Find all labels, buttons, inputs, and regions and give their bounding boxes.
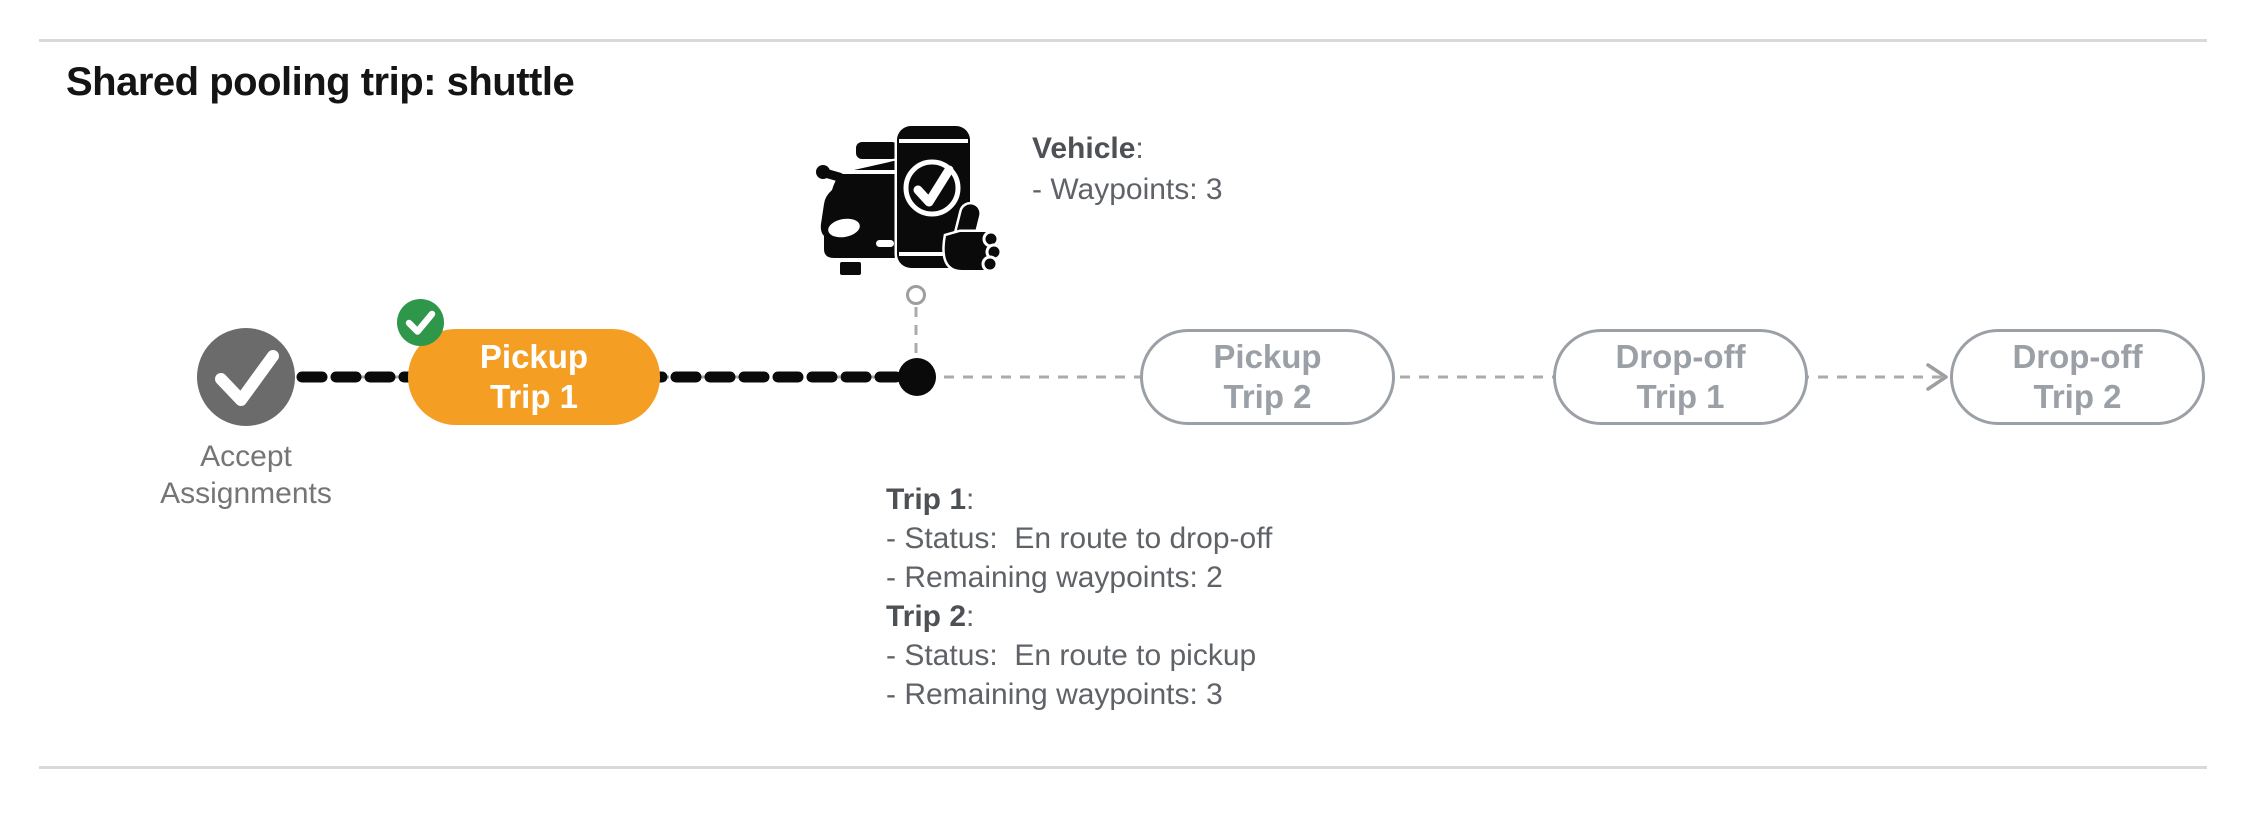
vehicle-note-heading: Vehicle: — [1032, 128, 1223, 169]
completed-badge — [397, 299, 444, 346]
trip2-status-line: - Status: En route to pickup — [886, 639, 1257, 672]
stage-pill-dropoff-trip-2: Drop-off Trip 2 — [1950, 329, 2205, 425]
page-title: Shared pooling trip: shuttle — [66, 60, 575, 104]
accept-assignments-label: Accept Assignments — [96, 438, 396, 512]
vehicle-note-heading-text: Vehicle — [1032, 132, 1136, 165]
stage-label-line: Pickup — [479, 338, 589, 375]
trip1-waypoints-line: - Remaining waypoints: 2 — [886, 561, 1223, 594]
stage-label-line: Trip 1 — [489, 378, 579, 415]
trip2-heading-text: Trip 2 — [886, 600, 967, 633]
label-line: Accept — [200, 440, 292, 473]
label-line: Assignments — [160, 477, 332, 510]
stage-pill-pickup-trip-1: Pickup Trip 1 — [408, 329, 660, 425]
check-icon — [913, 165, 954, 207]
vehicle-note: Vehicle: - Waypoints: 3 — [1032, 128, 1223, 210]
stage-label-line: Pickup — [1213, 338, 1322, 375]
trip1-heading-text: Trip 1 — [886, 483, 967, 516]
vehicle-note-line: - Waypoints: 3 — [1032, 173, 1223, 206]
trip2-colon: : — [966, 600, 975, 633]
stage-label-line: Drop-off — [1615, 338, 1746, 375]
trip2-heading: Trip 2: — [886, 597, 1272, 636]
trip1-heading: Trip 1: — [886, 480, 1272, 519]
stage-pill-pickup-trip-2: Pickup Trip 2 — [1140, 329, 1395, 425]
trip-status-note: Trip 1: - Status: En route to drop-off -… — [886, 480, 1272, 714]
vehicle-note-colon: : — [1135, 132, 1144, 165]
vehicle-anchor-circle — [906, 285, 926, 305]
stage-label-line: Trip 1 — [1636, 378, 1725, 415]
stage-pill-dropoff-trip-1: Drop-off Trip 1 — [1553, 329, 1808, 425]
trip1-colon: : — [966, 483, 975, 516]
stage-label-line: Trip 2 — [2033, 378, 2122, 415]
arrowhead-icon — [1926, 363, 1948, 391]
pointing-hand-glyph — [942, 201, 1000, 273]
check-circle-icon — [903, 159, 961, 217]
top-divider — [39, 39, 2207, 42]
trip2-waypoints-line: - Remaining waypoints: 3 — [886, 678, 1223, 711]
trip1-status-line: - Status: En route to drop-off — [886, 522, 1273, 555]
vehicle-check-icon — [816, 123, 1000, 275]
car-glyph — [816, 142, 898, 275]
completed-node-circle — [197, 328, 295, 426]
current-position-dot — [898, 358, 936, 396]
stage-label-line: Trip 2 — [1223, 378, 1312, 415]
car-glyph-details — [828, 218, 894, 247]
bottom-divider — [39, 766, 2207, 769]
accept-assignments-node — [197, 328, 295, 426]
check-icon — [405, 310, 436, 335]
stage-label-line: Drop-off — [2012, 338, 2143, 375]
badge-circle — [397, 299, 444, 346]
check-icon — [215, 350, 279, 406]
